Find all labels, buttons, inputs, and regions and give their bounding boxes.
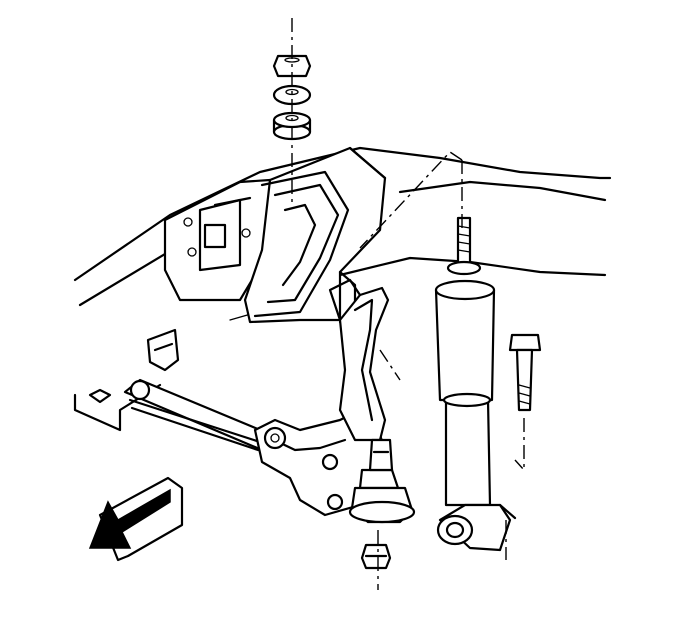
- spring-seat-bracket: [163, 146, 387, 324]
- lower-control-arm: [253, 278, 390, 517]
- front-arrow-icon: [88, 476, 184, 562]
- shock-absorber: [434, 216, 517, 552]
- assembly-center-lines: [291, 18, 525, 590]
- frame-rail: [73, 146, 612, 432]
- ball-joint: [348, 438, 416, 524]
- shock-mount-bolt: [508, 333, 542, 412]
- torsion-bar: [123, 328, 267, 452]
- ball-joint-nut: [360, 543, 392, 570]
